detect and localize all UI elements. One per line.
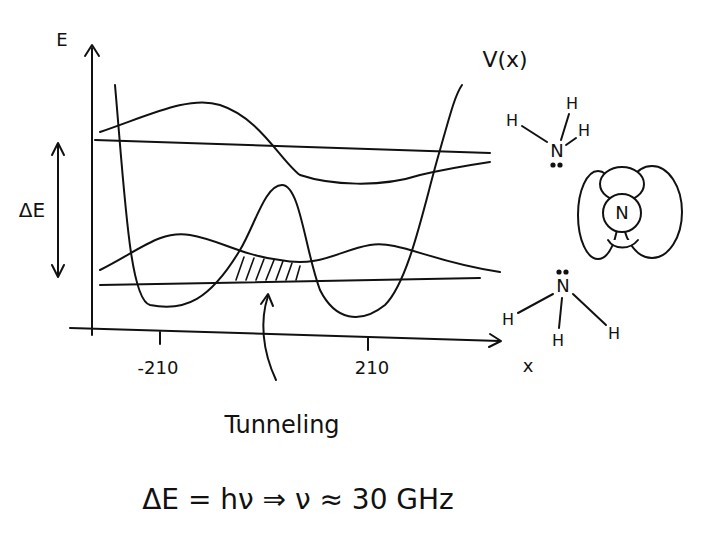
diagram-label: 210 bbox=[355, 358, 389, 378]
energy-level bbox=[95, 140, 490, 153]
equation-text: ΔE = hν ⇒ ν ≈ 30 GHz bbox=[142, 485, 454, 516]
energy-axis bbox=[91, 48, 93, 335]
diagram-label: E bbox=[56, 30, 67, 50]
diagram-label: N bbox=[556, 276, 569, 296]
nucleus-circle: N bbox=[602, 193, 642, 233]
orbital-lobes bbox=[578, 166, 682, 259]
diagram-label: H bbox=[578, 122, 590, 140]
atom-label: N bbox=[615, 204, 628, 222]
delta-e-arrow bbox=[57, 145, 59, 275]
diagram-label: -210 bbox=[138, 358, 179, 378]
diagram-label: H bbox=[608, 325, 620, 343]
diagram-label: x bbox=[523, 356, 534, 376]
tick-mark bbox=[159, 332, 161, 344]
diagram-label: H bbox=[506, 112, 518, 130]
tunneling-hatch bbox=[236, 257, 300, 280]
leader-arrowhead bbox=[261, 294, 273, 306]
axis-arrowhead bbox=[85, 45, 99, 56]
arrowhead bbox=[52, 265, 64, 277]
tick-mark bbox=[367, 338, 369, 350]
diagram-label: H bbox=[502, 311, 514, 329]
ammonia-molecule bbox=[522, 114, 576, 167]
position-axis bbox=[70, 328, 500, 341]
axis-arrowhead bbox=[489, 334, 501, 347]
excited-wavefunction bbox=[100, 102, 490, 183]
diagram-label: H bbox=[552, 332, 564, 350]
diagram-label: ΔE bbox=[19, 199, 45, 221]
diagram-label: V(x) bbox=[482, 48, 527, 72]
energy-level bbox=[100, 278, 480, 285]
diagram-label: N bbox=[550, 141, 563, 161]
leader-arrow bbox=[263, 296, 276, 380]
arrowhead bbox=[52, 143, 64, 155]
ammonia-molecule bbox=[518, 270, 606, 328]
callout-label: Tunneling bbox=[224, 412, 339, 438]
diagram-label: H bbox=[566, 95, 578, 113]
